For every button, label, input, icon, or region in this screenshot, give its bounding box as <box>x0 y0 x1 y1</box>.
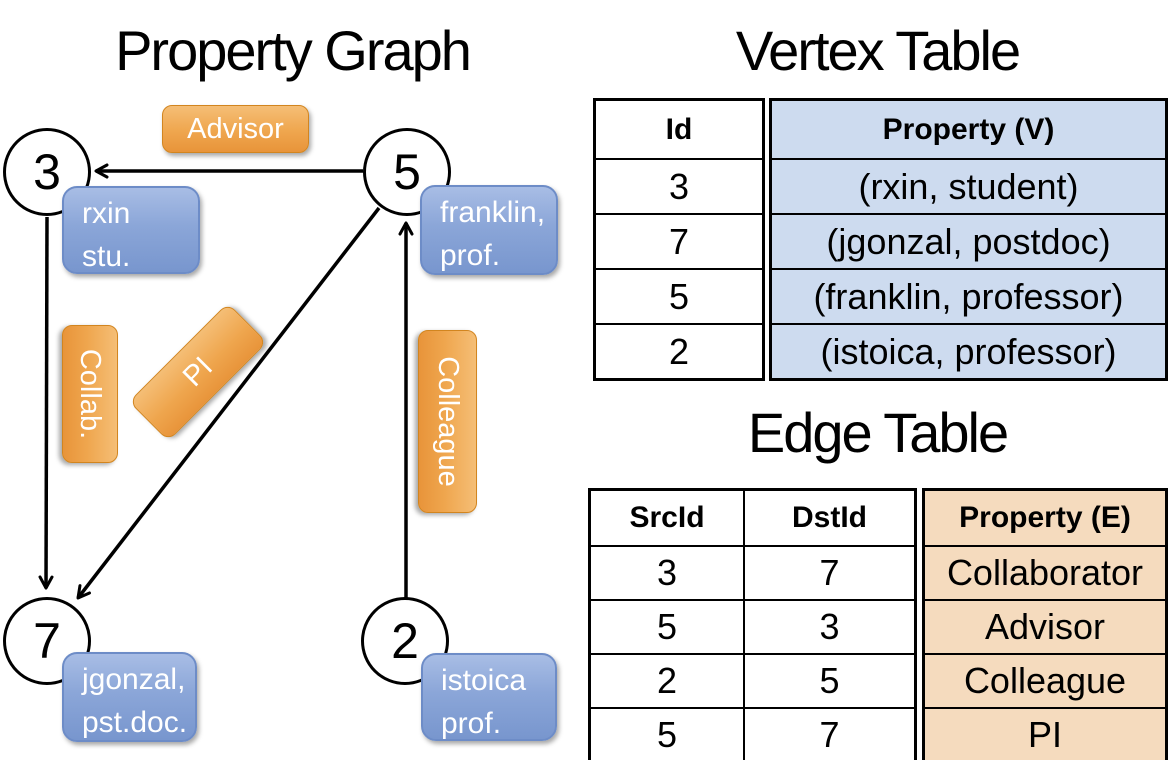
vertex-property-cell: (istoica, professor) <box>772 325 1165 378</box>
node-5-id: 5 <box>393 144 421 200</box>
node-3-id: 3 <box>33 144 61 200</box>
table-row: PI <box>925 707 1165 760</box>
vertex-id-cell: 7 <box>668 220 690 262</box>
edge-property-cell: Colleague <box>925 655 1165 707</box>
edge-dstid-cell: 3 <box>743 601 914 653</box>
table-header-row: Property (V) <box>772 101 1165 158</box>
vertex-property-cell: (franklin, professor) <box>772 270 1165 323</box>
vertex-property-box-rxin: rxin stu. <box>62 186 200 274</box>
edge-label-advisor-text: Advisor <box>187 112 284 145</box>
table-row: 2 5 <box>591 653 914 707</box>
vertex-table-property-column: Property (V) (rxin, student) (jgonzal, p… <box>769 98 1168 381</box>
column-header-dstid: DstId <box>743 491 914 545</box>
table-row: 5 <box>596 268 762 323</box>
table-row: 5 3 <box>591 599 914 653</box>
table-header-row: Id <box>596 101 762 158</box>
vertex-property-line1: franklin, <box>440 196 546 229</box>
vertex-property-line1: jgonzal, <box>82 663 186 696</box>
table-row: 2 <box>596 323 762 378</box>
table-row: (jgonzal, postdoc) <box>772 213 1165 268</box>
edge-table-property-column: Property (E) Collaborator Advisor Collea… <box>922 488 1168 760</box>
edge-srcid-cell: 5 <box>656 606 678 647</box>
table-row: Collaborator <box>925 545 1165 599</box>
edge-property-cell: PI <box>925 709 1165 760</box>
column-header-srcid: SrcId <box>629 501 705 534</box>
table-row: (franklin, professor) <box>772 268 1165 323</box>
edge-property-cell: Advisor <box>925 601 1165 653</box>
table-header-row: Property (E) <box>925 491 1165 545</box>
vertex-property-box-istoica: istoica prof. <box>421 653 557 741</box>
table-row: 7 <box>596 213 762 268</box>
table-row: 5 7 <box>591 707 914 760</box>
table-header-row: SrcId DstId <box>591 491 914 545</box>
edge-srcid-cell: 5 <box>656 714 678 755</box>
edge-property-cell: Collaborator <box>925 547 1165 599</box>
vertex-id-cell: 3 <box>668 165 690 207</box>
vertex-table: Id 3 7 5 2 Property (V) (rxin, student) <box>593 98 1168 381</box>
table-row: 3 7 <box>591 545 914 599</box>
edge-table-title: Edge Table <box>747 401 1009 464</box>
column-header-id: Id <box>665 112 693 146</box>
column-header-property-e: Property (E) <box>925 491 1165 545</box>
edge-dstid-cell: 7 <box>743 709 914 760</box>
vertex-property-cell: (rxin, student) <box>772 160 1165 213</box>
edge-srcid-cell: 2 <box>656 660 678 701</box>
vertex-id-cell: 5 <box>668 275 690 317</box>
edge-dstid-cell: 5 <box>743 655 914 707</box>
edge-label-advisor: Advisor <box>162 105 309 153</box>
edge-line-3-to-7 <box>38 216 54 590</box>
vertex-property-line1: rxin <box>82 197 131 230</box>
vertex-property-box-jgonzal: jgonzal, pst.doc. <box>62 652 197 742</box>
node-2-id: 2 <box>391 613 419 669</box>
vertex-id-cell: 2 <box>668 330 690 372</box>
table-row: 3 <box>596 158 762 213</box>
edge-label-collaborator-text: Collab. <box>74 348 107 440</box>
edge-label-colleague: Colleague <box>418 330 477 513</box>
table-row: Advisor <box>925 599 1165 653</box>
graph-edges-layer <box>38 163 414 600</box>
property-graph-title: Property Graph <box>115 19 472 82</box>
vertex-property-line2: prof. <box>441 707 502 740</box>
edge-label-colleague-text: Colleague <box>432 356 464 487</box>
vertex-property-line1: istoica <box>441 664 527 697</box>
vertex-table-title: Vertex Table <box>735 19 1021 82</box>
table-row: Colleague <box>925 653 1165 707</box>
column-header-property-v: Property (V) <box>772 101 1165 158</box>
edge-label-collaborator: Collab. <box>62 325 118 463</box>
edge-table-id-columns: SrcId DstId 3 7 5 3 2 5 5 7 <box>588 488 917 760</box>
edge-line-5-to-7 <box>76 206 381 600</box>
vertex-table-id-column: Id 3 7 5 2 <box>593 98 765 381</box>
vertex-property-line2: pst.doc. <box>82 706 188 739</box>
node-7-id: 7 <box>33 613 61 669</box>
graph-node-2: 2 <box>361 597 449 685</box>
table-row: (rxin, student) <box>772 158 1165 213</box>
vertex-property-box-franklin: franklin, prof. <box>420 185 558 275</box>
edge-dstid-cell: 7 <box>743 547 914 599</box>
table-row: (istoica, professor) <box>772 323 1165 378</box>
vertex-property-cell: (jgonzal, postdoc) <box>772 215 1165 268</box>
edge-label-pi-text: PI <box>176 350 219 393</box>
edge-srcid-cell: 3 <box>656 552 678 593</box>
vertex-property-line2: prof. <box>440 239 501 272</box>
edge-table: SrcId DstId 3 7 5 3 2 5 5 7 Property (E) <box>588 488 1168 760</box>
vertex-property-line2: stu. <box>82 240 131 273</box>
graph-node-5: 5 <box>363 128 451 216</box>
